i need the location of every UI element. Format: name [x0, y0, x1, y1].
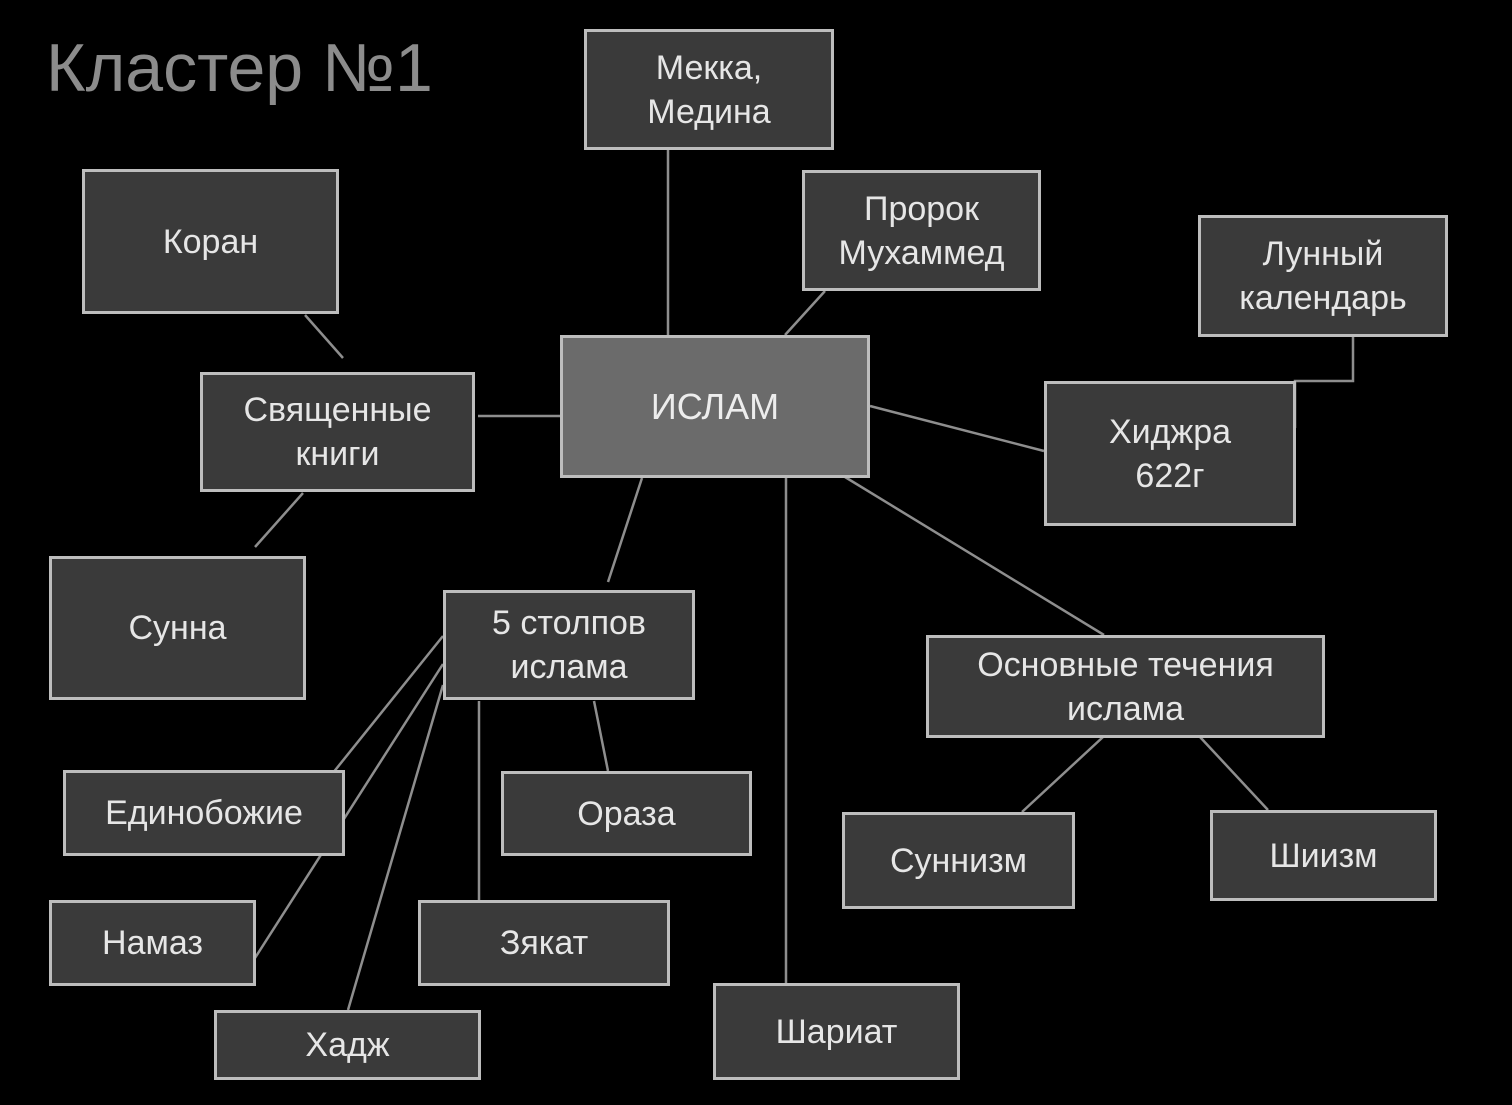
node-holy-books: Священные книги: [200, 372, 475, 492]
link-holybooks-sunna: [254, 492, 304, 548]
link-pillars-uraza: [592, 700, 610, 772]
node-lunar-calendar: Лунный календарь: [1198, 215, 1448, 337]
link-quran-holybooks: [304, 314, 344, 359]
page-title: Кластер №1: [46, 30, 433, 106]
node-sunna: Сунна: [49, 556, 306, 700]
node-sharia: Шариат: [713, 983, 960, 1080]
link-pillars-monotheism: [315, 635, 444, 795]
link-pillars-hajj: [346, 684, 445, 1011]
node-uraza: Ораза: [501, 771, 752, 856]
node-shiism: Шиизм: [1210, 810, 1437, 901]
link-center-pillars: [606, 477, 644, 583]
link-branches-shiism: [1199, 736, 1269, 811]
node-zakat: Зякат: [418, 900, 670, 986]
node-hajj: Хадж: [214, 1010, 481, 1080]
link-center-branches: [844, 475, 1105, 637]
node-prophet-muhammad: Пророк Мухаммед: [802, 170, 1041, 291]
node-main-branches: Основные течения ислама: [926, 635, 1325, 738]
node-quran: Коран: [82, 169, 339, 314]
node-sunnism: Суннизм: [842, 812, 1075, 909]
link-center-prophet: [784, 290, 826, 336]
link-pillars-namaz: [253, 663, 445, 959]
node-center-islam: ИСЛАМ: [560, 335, 870, 478]
node-namaz: Намаз: [49, 900, 256, 986]
node-hijra: Хиджра 622г: [1044, 381, 1296, 526]
link-branches-sunnism: [1021, 736, 1104, 813]
node-five-pillars: 5 столпов ислама: [443, 590, 695, 700]
node-mecca-medina: Мекка, Медина: [584, 29, 834, 150]
link-lunar-hijra: [1293, 337, 1355, 428]
link-center-hijra: [869, 404, 1045, 453]
node-monotheism: Единобожие: [63, 770, 345, 856]
